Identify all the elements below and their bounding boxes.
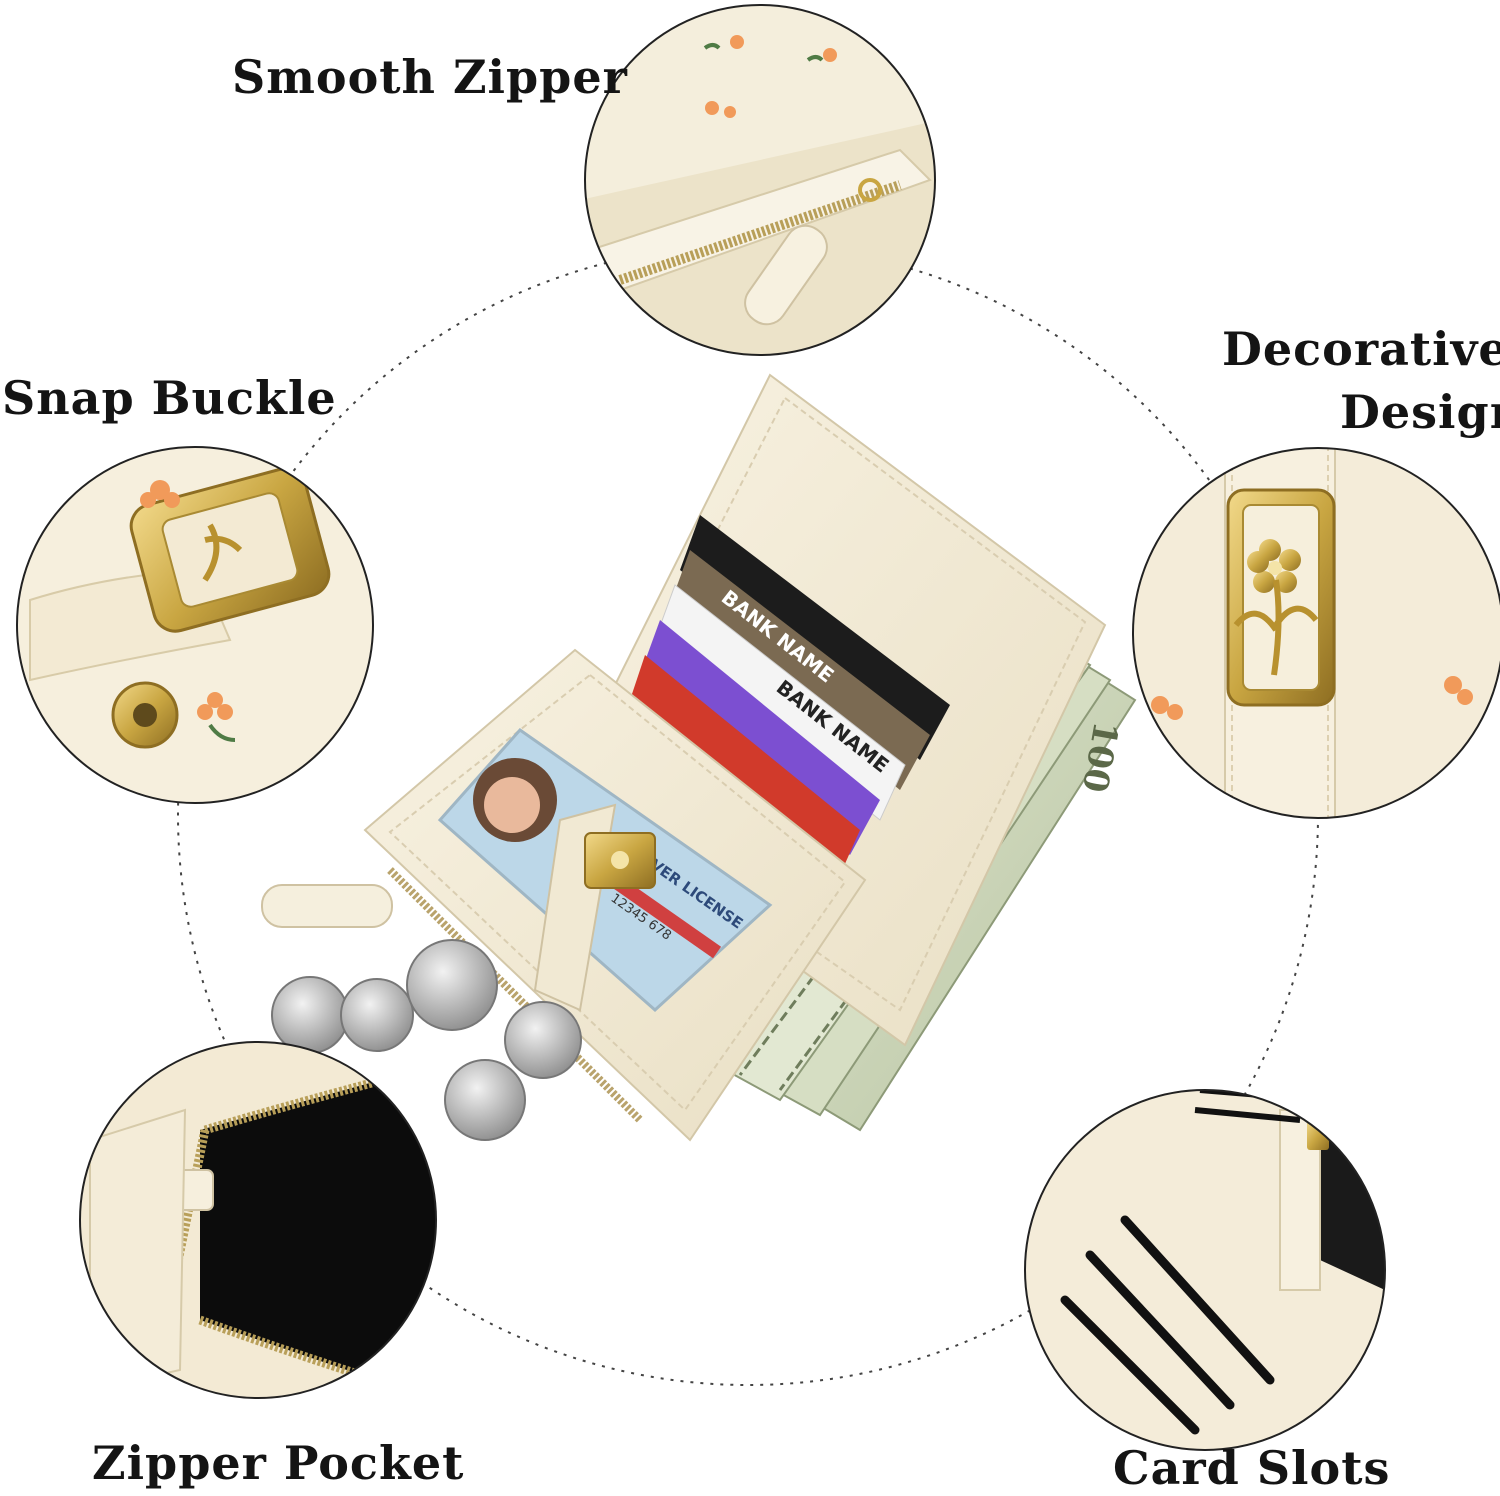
detail-circle-snap-buckle [16, 446, 374, 804]
detail-circle-smooth-zipper [584, 4, 936, 356]
detail-circle-card-slots [1024, 1089, 1386, 1451]
card-stack: BANK NAME BANK NAME [630, 515, 950, 875]
label-smooth-zipper: Smooth Zipper [232, 50, 628, 104]
zipper-pull [261, 884, 393, 928]
flower-print [703, 35, 837, 118]
detail-circle-zipper-pocket [79, 1041, 437, 1399]
label-zipper-pocket: Zipper Pocket [92, 1436, 465, 1490]
coins [271, 939, 582, 1141]
detail-circle-decorative-design [1132, 447, 1500, 819]
label-design: Design [1340, 385, 1500, 439]
card-slot-lines [1060, 1090, 1321, 1435]
zipper-track [387, 867, 643, 1123]
label-snap-buckle: Snap Buckle [2, 371, 337, 425]
gold-flower-icon [1233, 539, 1319, 676]
label-card-slots: Card Slots [1113, 1441, 1391, 1495]
label-decorative: Decorative [1222, 322, 1500, 376]
central-wallet-photo: 100 100 BANK NAME BANK NAME [261, 373, 1137, 1142]
